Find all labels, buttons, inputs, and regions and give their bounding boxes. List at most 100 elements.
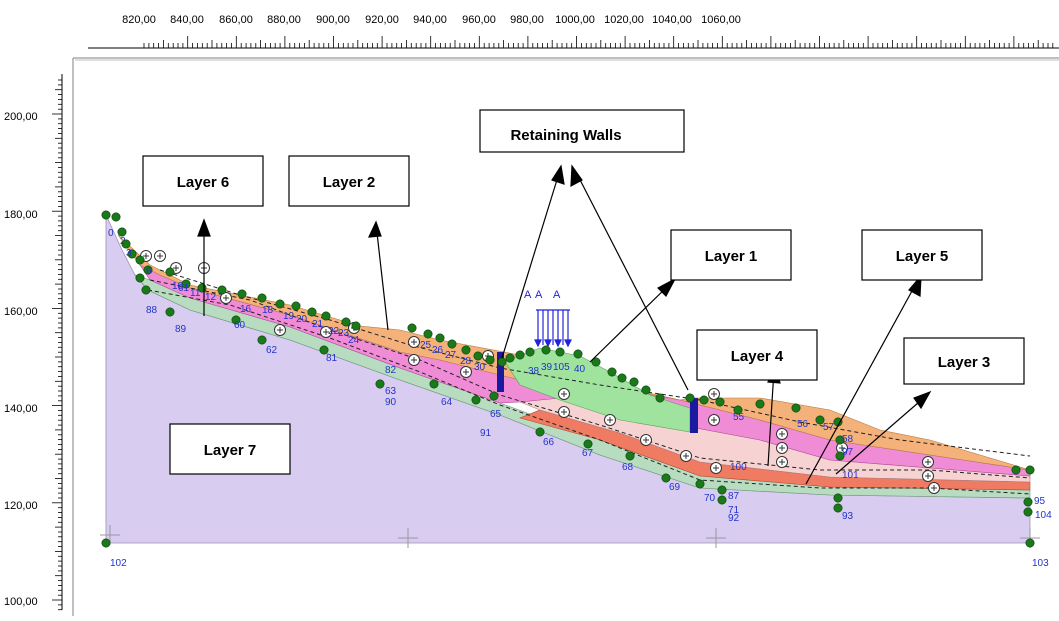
node-label: 61 — [178, 283, 190, 294]
mesh-node — [515, 350, 525, 360]
node-label: 102 — [110, 558, 127, 569]
mesh-node — [715, 397, 725, 407]
node-label: 39 — [541, 362, 553, 373]
top-tick-label: 900,00 — [316, 14, 350, 26]
node-label: 20 — [296, 314, 308, 325]
callout-labels: Layer 6 Layer 2 Retaining Walls Layer 1 … — [142, 109, 1025, 475]
top-tick-label: 840,00 — [170, 14, 204, 26]
node-label: 60 — [234, 320, 246, 331]
mesh-node — [583, 439, 593, 449]
node-label: 95 — [1034, 496, 1046, 507]
mesh-node — [1025, 538, 1035, 548]
node-label: 3 — [126, 248, 132, 259]
mesh-node — [755, 399, 765, 409]
mesh-node — [141, 285, 151, 295]
node-label: 101 — [842, 470, 859, 481]
node-label: 55 — [733, 412, 745, 423]
node-label: 40 — [574, 364, 586, 375]
callout-retaining-walls-box[interactable] — [479, 109, 685, 153]
node-label: 103 — [1032, 558, 1049, 569]
top-tick-label: 980,00 — [510, 14, 544, 26]
load-label: A — [535, 289, 543, 301]
mesh-node — [217, 285, 227, 295]
callout-layer1-box[interactable] — [670, 229, 792, 281]
left-tick-label: 180,00 — [4, 209, 38, 221]
mesh-node — [835, 435, 845, 445]
node-label: 30 — [474, 362, 486, 373]
mesh-node — [143, 265, 153, 275]
retaining-wall-right[interactable] — [690, 398, 698, 433]
callout-layer2-box[interactable] — [288, 155, 410, 207]
mesh-node — [181, 279, 191, 289]
top-tick-label: 860,00 — [219, 14, 253, 26]
left-tick-label: 140,00 — [4, 403, 38, 415]
node-label: 90 — [385, 397, 397, 408]
node-label: 100 — [730, 462, 747, 473]
node-label: 10 — [172, 281, 184, 292]
callout-layer4-text: Layer 4 — [731, 348, 784, 365]
top-tick-label: 940,00 — [413, 14, 447, 26]
node-label: 93 — [842, 511, 854, 522]
node-label: 22 — [328, 326, 340, 337]
mesh-node — [505, 353, 515, 363]
mesh-node — [101, 210, 111, 220]
mesh-node — [165, 267, 175, 277]
mesh-node — [165, 307, 175, 317]
load-label: A — [553, 289, 561, 301]
node-label: 11 — [190, 288, 201, 299]
soil-layers — [105, 214, 1031, 544]
left-tick-label: 120,00 — [4, 500, 38, 512]
mesh-node — [641, 385, 651, 395]
mesh-node — [717, 485, 727, 495]
node-label: 18 — [262, 305, 274, 316]
left-ruler: 200,00 180,00 160,00 140,00 120,00 100,0… — [4, 74, 63, 611]
mesh-node — [591, 357, 601, 367]
load-label: A — [524, 289, 532, 301]
mesh-node — [1023, 507, 1033, 517]
callout-layer5-box[interactable] — [861, 229, 983, 281]
callout-layer4-box[interactable] — [696, 329, 818, 381]
mesh-node — [117, 227, 127, 237]
mesh-node — [435, 333, 445, 343]
mesh-node — [135, 255, 145, 265]
callout-layer6-box[interactable] — [142, 155, 264, 207]
mesh-node — [717, 495, 727, 505]
mesh-node — [341, 317, 351, 327]
node-label: 92 — [728, 513, 740, 524]
mesh-node — [1025, 465, 1035, 475]
mesh-node — [791, 403, 801, 413]
callout-layer3-box[interactable] — [903, 337, 1025, 385]
node-label: 57 — [823, 422, 835, 433]
node-label: 25 — [420, 340, 432, 351]
top-tick-label: 1060,00 — [701, 14, 741, 26]
mesh-node — [319, 345, 329, 355]
node-label: 19 — [283, 311, 295, 322]
mesh-node — [447, 339, 457, 349]
node-label: 88 — [146, 305, 158, 316]
mesh-node — [423, 329, 433, 339]
mesh-node — [375, 379, 385, 389]
mesh-node — [321, 311, 331, 321]
node-label: 24 — [348, 335, 360, 346]
mesh-node — [101, 538, 111, 548]
node-label: 66 — [543, 437, 555, 448]
mesh-node — [535, 427, 545, 437]
mesh-node — [573, 349, 583, 359]
mesh-node — [835, 451, 845, 461]
node-label: 62 — [266, 345, 278, 356]
node-label: 6 — [146, 266, 152, 277]
node-label: 0 — [108, 228, 114, 239]
left-ruler-minor-ticks — [52, 79, 62, 611]
top-tick-label: 1000,00 — [555, 14, 595, 26]
node-label: 12 — [205, 292, 217, 303]
callout-arrows — [197, 164, 932, 485]
mesh-node — [351, 321, 361, 331]
retaining-wall-left[interactable] — [497, 352, 504, 392]
drawing-frame — [72, 57, 1059, 616]
node-label: 81 — [326, 353, 338, 364]
callout-layer7-box[interactable] — [169, 423, 291, 475]
mesh-node — [461, 345, 471, 355]
mesh-node — [695, 479, 705, 489]
